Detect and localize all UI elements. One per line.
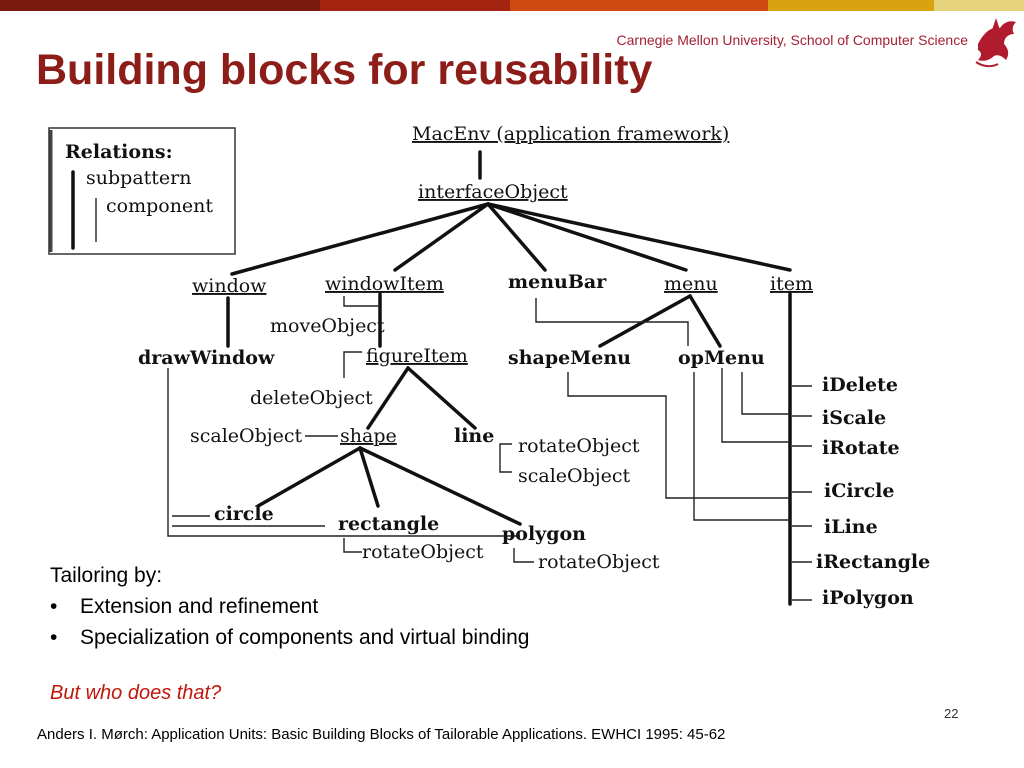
node-circle: circle bbox=[214, 503, 274, 525]
node-drawwindow: drawWindow bbox=[138, 347, 275, 369]
node-rectangle-rotateobject: rotateObject bbox=[362, 541, 484, 563]
reusability-diagram: Relations: subpattern component bbox=[48, 123, 930, 609]
bar-segment bbox=[320, 0, 510, 11]
node-opmenu: opMenu bbox=[678, 347, 765, 369]
bar-segment bbox=[934, 0, 1024, 11]
node-icircle: iCircle bbox=[824, 480, 894, 502]
node-interfaceobject: interfaceObject bbox=[418, 181, 568, 203]
node-irectangle: iRectangle bbox=[816, 551, 930, 573]
node-windowitem: windowItem bbox=[325, 273, 444, 295]
node-irotate: iRotate bbox=[822, 437, 900, 459]
node-ipolygon: iPolygon bbox=[822, 587, 914, 609]
legend-item-component: component bbox=[106, 195, 213, 217]
bar-segment bbox=[0, 0, 320, 11]
list-item: • Specialization of components and virtu… bbox=[50, 622, 529, 653]
bullet-icon: • bbox=[50, 595, 58, 618]
node-rectangle: rectangle bbox=[338, 513, 439, 535]
node-macenv: MacEnv (application framework) bbox=[412, 123, 729, 145]
citation: Anders I. Mørch: Application Units: Basi… bbox=[37, 726, 726, 743]
node-shapemenu: shapeMenu bbox=[508, 347, 631, 369]
node-moveobject: moveObject bbox=[270, 315, 385, 337]
diagram-nodes: MacEnv (application framework) interface… bbox=[138, 123, 930, 609]
node-iline: iLine bbox=[824, 516, 878, 538]
node-deleteobject: deleteObject bbox=[250, 387, 373, 409]
node-shape: shape bbox=[340, 425, 397, 447]
node-polygon: polygon bbox=[502, 523, 586, 545]
node-scaleobject: scaleObject bbox=[190, 425, 303, 447]
node-iscale: iScale bbox=[822, 407, 886, 429]
list-item: • Extension and refinement bbox=[50, 591, 529, 622]
node-menu: menu bbox=[664, 273, 718, 295]
node-line-scaleobject: scaleObject bbox=[518, 465, 631, 487]
dragon-logo-icon bbox=[975, 18, 1016, 68]
page-title: Building blocks for reusability bbox=[36, 46, 653, 94]
node-menubar: menuBar bbox=[508, 271, 607, 293]
node-item: item bbox=[770, 273, 813, 295]
legend-item-subpattern: subpattern bbox=[86, 167, 191, 189]
bullet-icon: • bbox=[50, 626, 58, 649]
legend-title: Relations: bbox=[65, 141, 173, 163]
bar-segment bbox=[510, 0, 768, 11]
relations-legend: Relations: subpattern component bbox=[48, 127, 236, 255]
tailoring-block: Tailoring by: • Extension and refinement… bbox=[50, 560, 529, 653]
component-lines bbox=[167, 296, 812, 601]
node-line: line bbox=[454, 425, 494, 447]
node-line-rotateobject: rotateObject bbox=[518, 435, 640, 457]
tailoring-heading: Tailoring by: bbox=[50, 564, 163, 587]
tailoring-item: Specialization of components and virtual… bbox=[80, 626, 530, 649]
institution-name: Carnegie Mellon University, School of Co… bbox=[616, 32, 968, 48]
page-number: 22 bbox=[944, 706, 959, 721]
subpattern-lines bbox=[226, 150, 792, 606]
question-text: But who does that? bbox=[50, 682, 222, 704]
tailoring-item: Extension and refinement bbox=[80, 595, 319, 618]
node-figureitem: figureItem bbox=[366, 345, 468, 367]
node-window: window bbox=[192, 275, 267, 297]
node-idelete: iDelete bbox=[822, 374, 898, 396]
bar-segment bbox=[768, 0, 934, 11]
node-polygon-rotateobject: rotateObject bbox=[538, 551, 660, 573]
header-color-bar bbox=[0, 0, 1024, 11]
